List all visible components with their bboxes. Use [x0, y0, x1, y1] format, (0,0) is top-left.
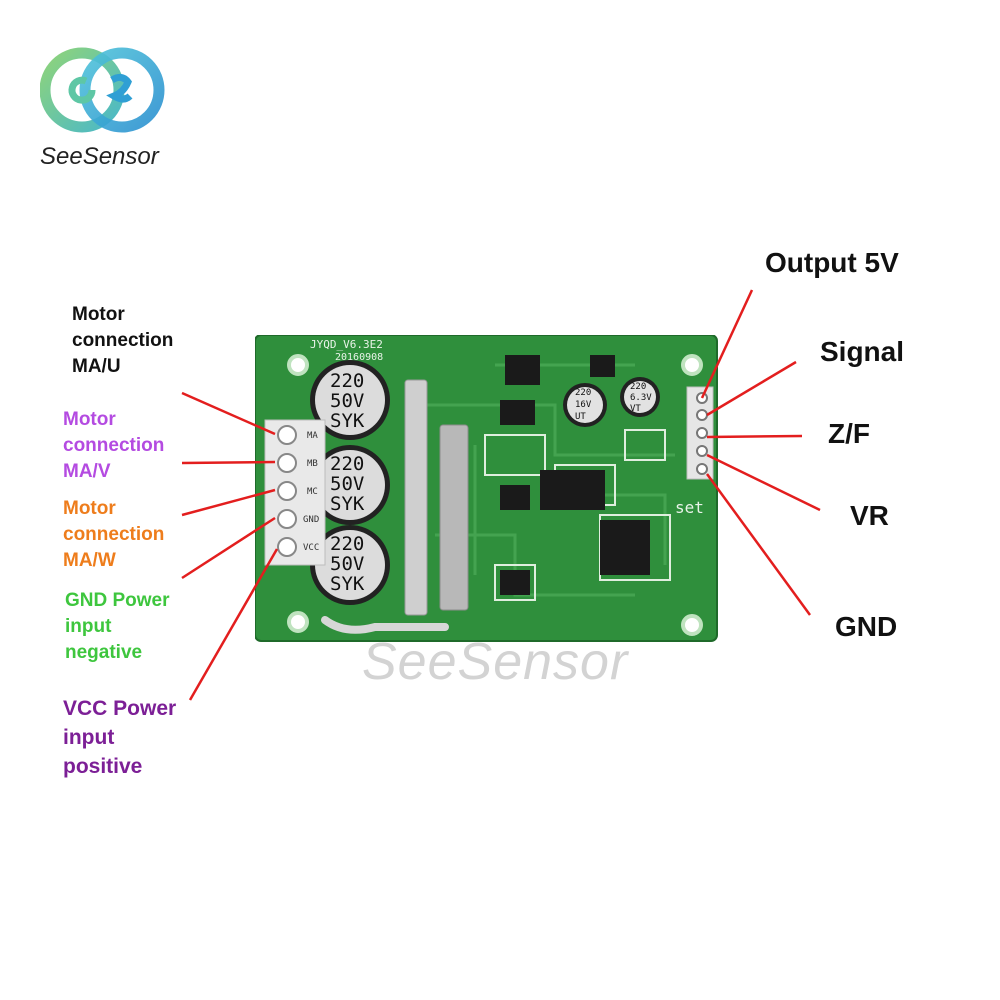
svg-text:SYK: SYK [330, 493, 365, 515]
capacitor-large-1: 220 50V SYK [310, 360, 390, 440]
signal-header [686, 386, 714, 480]
svg-text:SYK: SYK [330, 573, 365, 595]
pointer-line [700, 289, 754, 399]
label-gnd: GND [835, 611, 898, 642]
svg-text:UT: UT [575, 412, 586, 422]
svg-text:50V: 50V [330, 553, 364, 575]
capacitor-medium: 220 16V UT [563, 383, 607, 427]
label-output-5v: Output 5V [765, 247, 899, 278]
pointer-line [181, 460, 276, 465]
svg-text:MA: MA [307, 431, 318, 441]
svg-text:VT: VT [630, 404, 641, 414]
label-z-f: Z/F [828, 418, 870, 449]
pcb-board: 220 50V SYK 220 50V SYK 220 50V SYK 220 … [255, 335, 718, 642]
svg-text:50V: 50V [330, 473, 364, 495]
pointer-line [706, 360, 797, 417]
brand-name: SeeSensor [40, 143, 159, 170]
svg-text:MC: MC [307, 487, 318, 497]
mounting-holes [287, 354, 703, 636]
capacitor-small: 220 6.3V VT [620, 377, 660, 417]
pointer-line [181, 488, 276, 517]
pointer-line [181, 391, 276, 436]
svg-text:VCC: VCC [303, 543, 319, 553]
pointer-line [706, 453, 821, 512]
svg-text:SYK: SYK [330, 410, 365, 432]
svg-text:16V: 16V [575, 400, 592, 410]
svg-text:6.3V: 6.3V [630, 393, 652, 403]
seesensor-logo [40, 47, 165, 133]
watermark: SeeSensor [362, 633, 629, 691]
svg-text:MB: MB [307, 459, 318, 469]
svg-text:220: 220 [330, 453, 364, 475]
pointer-line [181, 516, 276, 580]
svg-text:220: 220 [575, 388, 591, 398]
capacitor-large-2: 220 50V SYK [310, 445, 390, 525]
label-vr: VR [850, 500, 889, 531]
pointer-line [188, 548, 279, 701]
motor-terminal-block: MA MB MC GND VCC [264, 419, 326, 566]
svg-text:220: 220 [330, 533, 364, 555]
label-signal: Signal [820, 336, 905, 367]
svg-text:220: 220 [330, 370, 364, 392]
svg-text:220: 220 [630, 382, 646, 392]
svg-text:GND: GND [303, 515, 319, 525]
svg-text:50V: 50V [330, 390, 364, 412]
board-date: 20160908 [335, 352, 383, 363]
board-version: JYQD_V6.3E2 [310, 338, 383, 351]
pointer-line [705, 473, 812, 616]
silk-set: set [675, 498, 704, 517]
pointer-line [706, 434, 803, 439]
capacitor-large-3: 220 50V SYK [310, 525, 390, 605]
